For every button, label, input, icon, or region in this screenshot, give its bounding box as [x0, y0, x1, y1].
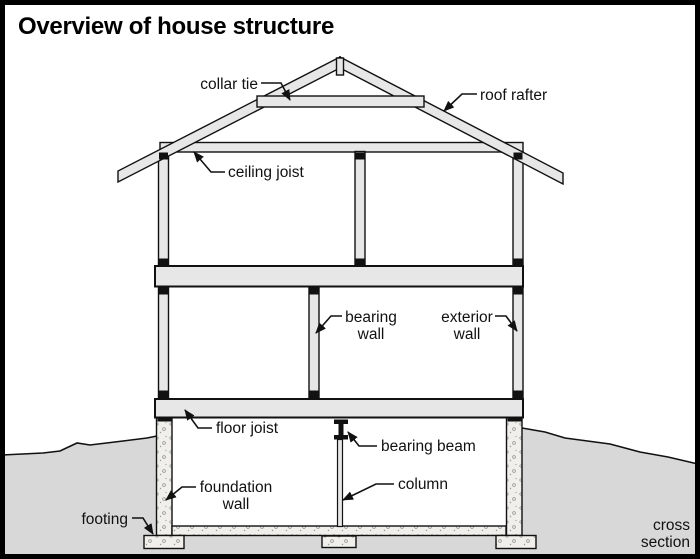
roof-rafter-label: roof rafter: [480, 87, 547, 104]
footing-label: footing: [81, 511, 128, 528]
footing-right: [495, 534, 537, 550]
wall-plate: [513, 390, 523, 398]
sill-plate-right: [507, 417, 522, 422]
ceiling-joist-band: [159, 141, 524, 153]
exterior-wall-label-line1: exterior: [441, 309, 493, 326]
ceiling-joist-label: ceiling joist: [228, 164, 305, 181]
wall-plate: [355, 258, 365, 266]
wall-plate: [159, 287, 168, 295]
column-label: column: [398, 476, 448, 493]
bearing-wall-leader: [315, 315, 342, 334]
wall-plate: [355, 152, 365, 160]
page-title: Overview of house structure: [18, 13, 334, 40]
floor-joist-leader: [184, 409, 212, 429]
exterior-wall-leader: [495, 315, 518, 332]
cross-section-caption-line2: section: [641, 534, 690, 551]
collar-tie-label: collar tie: [200, 76, 258, 93]
attic-wall-center: [354, 150, 366, 268]
floor-joist-label: floor joist: [216, 420, 279, 437]
basement-slab: [171, 525, 507, 537]
bearing-wall-label-line2: wall: [357, 326, 385, 343]
ground-surface-lines: [1, 427, 699, 465]
footing-leader: [132, 517, 154, 535]
wall-plate: [513, 152, 523, 160]
ground-right: [522, 428, 698, 557]
bearing-beam-label: bearing beam: [381, 438, 476, 455]
wall-plate: [513, 287, 523, 295]
leader-lines: [132, 82, 518, 535]
column-leader: [342, 483, 394, 501]
collar-tie-leader: [261, 82, 291, 101]
exterior-wall-right: [512, 286, 524, 399]
wall-plate: [159, 152, 168, 160]
wall-plate: [513, 258, 523, 266]
plates-and-steel: [157, 152, 523, 440]
bearing-wall-label-line1: bearing: [345, 309, 397, 326]
foundation-wall-left: [155, 416, 173, 537]
foundation-wall-right: [505, 416, 523, 537]
ground-line-right: [521, 427, 699, 465]
footing-center: [321, 535, 357, 549]
bearing-beam-ibeam: [334, 419, 348, 440]
second-floor-band: [154, 265, 524, 288]
wall-plate: [159, 390, 168, 398]
wall-plate: [159, 258, 168, 266]
exterior-wall-left: [157, 286, 170, 399]
ground-left: [2, 436, 157, 557]
floor-joist-band: [154, 398, 524, 419]
cross-section-caption-line1: cross: [653, 517, 690, 534]
sill-plate-left: [157, 417, 172, 422]
bearing-beam-leader: [347, 431, 377, 447]
bearing-wall-center: [308, 286, 320, 399]
labels: collar tie roof rafter ceiling joist bea…: [81, 76, 690, 551]
ceiling-joist-leader: [193, 151, 225, 173]
ibeam-bottom-flange: [334, 435, 348, 440]
foundation-wall-label-line2: wall: [222, 496, 250, 513]
foundation-wall-label-line1: foundation: [200, 479, 272, 496]
column-post: [336, 438, 344, 528]
collar-tie-beam: [256, 95, 425, 108]
ibeam-web: [338, 424, 344, 435]
footing-left: [143, 534, 185, 550]
roof-rafter-leader: [443, 93, 477, 112]
ibeam-top-flange: [334, 419, 348, 424]
foundation-wall-leader: [165, 486, 196, 501]
attic-wall-right: [512, 150, 524, 268]
wall-plate: [309, 390, 319, 398]
attic-wall-left: [157, 150, 170, 268]
ridge-board: [335, 57, 345, 76]
ground-line-left: [1, 435, 158, 456]
wall-plate: [309, 287, 319, 295]
exterior-wall-label-line2: wall: [453, 326, 481, 343]
